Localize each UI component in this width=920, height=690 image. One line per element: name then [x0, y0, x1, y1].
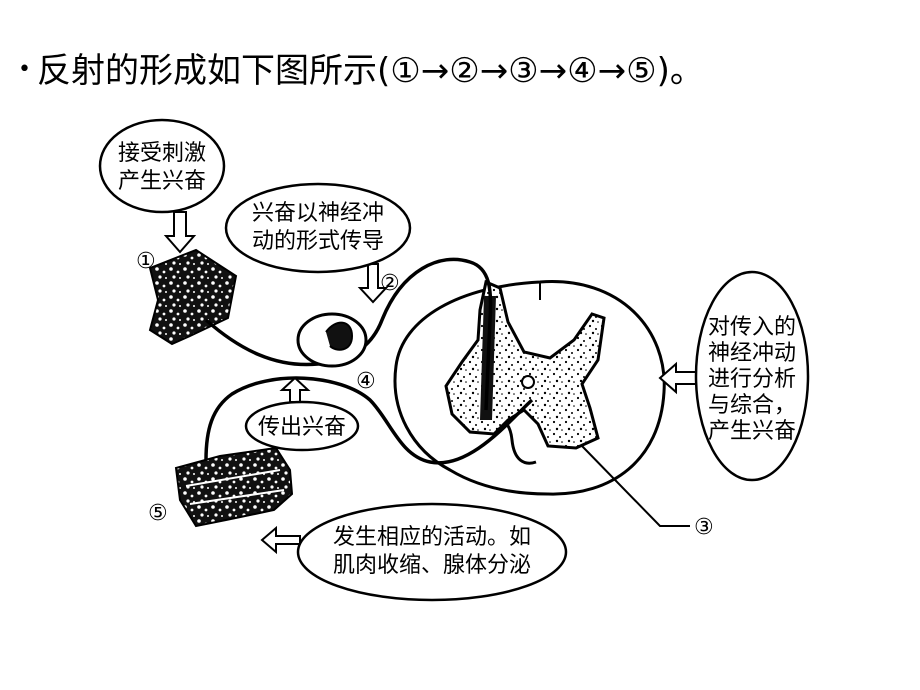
heading-text: 反射的形成如下图所示(①→②→③→④→⑤)。 — [36, 51, 704, 91]
bubble-center-line-2: 神经冲动 — [708, 341, 796, 366]
arrow-down-1 — [163, 211, 197, 254]
bubble-effector — [296, 502, 568, 602]
marker-2: ② — [380, 271, 400, 296]
bubble-center-line-5: 产生兴奋 — [708, 419, 796, 444]
bubble-center-line-3: 进行分析 — [708, 367, 796, 392]
bubble-efferent-line-1: 传出兴奋 — [258, 415, 346, 440]
bubble-receptor-line-1: 接受刺激 — [118, 141, 206, 166]
bubble-receptor-line-2: 产生兴奋 — [118, 169, 206, 194]
efferent-nerve — [204, 376, 534, 465]
effector — [174, 446, 294, 528]
bubble-center-line-1: 对传入的 — [708, 315, 796, 340]
arrow-up-5 — [260, 525, 301, 555]
bullet: • — [18, 57, 31, 82]
bubble-afferent-line-1: 兴奋以神经冲 — [252, 201, 384, 226]
page-heading: •反射的形成如下图所示(①→②→③→④→⑤)。 — [18, 48, 704, 93]
arrow-left-center — [658, 361, 701, 395]
bubble-center-line-4: 与综合， — [708, 393, 796, 418]
bubble-effector-line-1: 发生相应的活动。如 — [333, 525, 531, 550]
marker-3: ③ — [694, 515, 714, 540]
bubble-center — [694, 270, 810, 482]
marker-4: ④ — [356, 369, 376, 394]
bubble-effector-line-2: 肌肉收缩、腺体分泌 — [333, 553, 531, 578]
bubble-afferent — [224, 182, 412, 274]
arrow-up-4 — [279, 376, 311, 403]
bubble-afferent-line-2: 动的形式传导 — [252, 229, 384, 254]
marker-1: ① — [136, 249, 156, 274]
afferent-nerve — [204, 257, 493, 411]
marker-5: ⑤ — [148, 501, 168, 526]
receptor — [148, 248, 238, 346]
leader-line-3 — [581, 445, 690, 527]
bubble-efferent — [244, 400, 360, 452]
arrow-down-2 — [357, 263, 389, 304]
bubble-receptor — [98, 118, 226, 214]
